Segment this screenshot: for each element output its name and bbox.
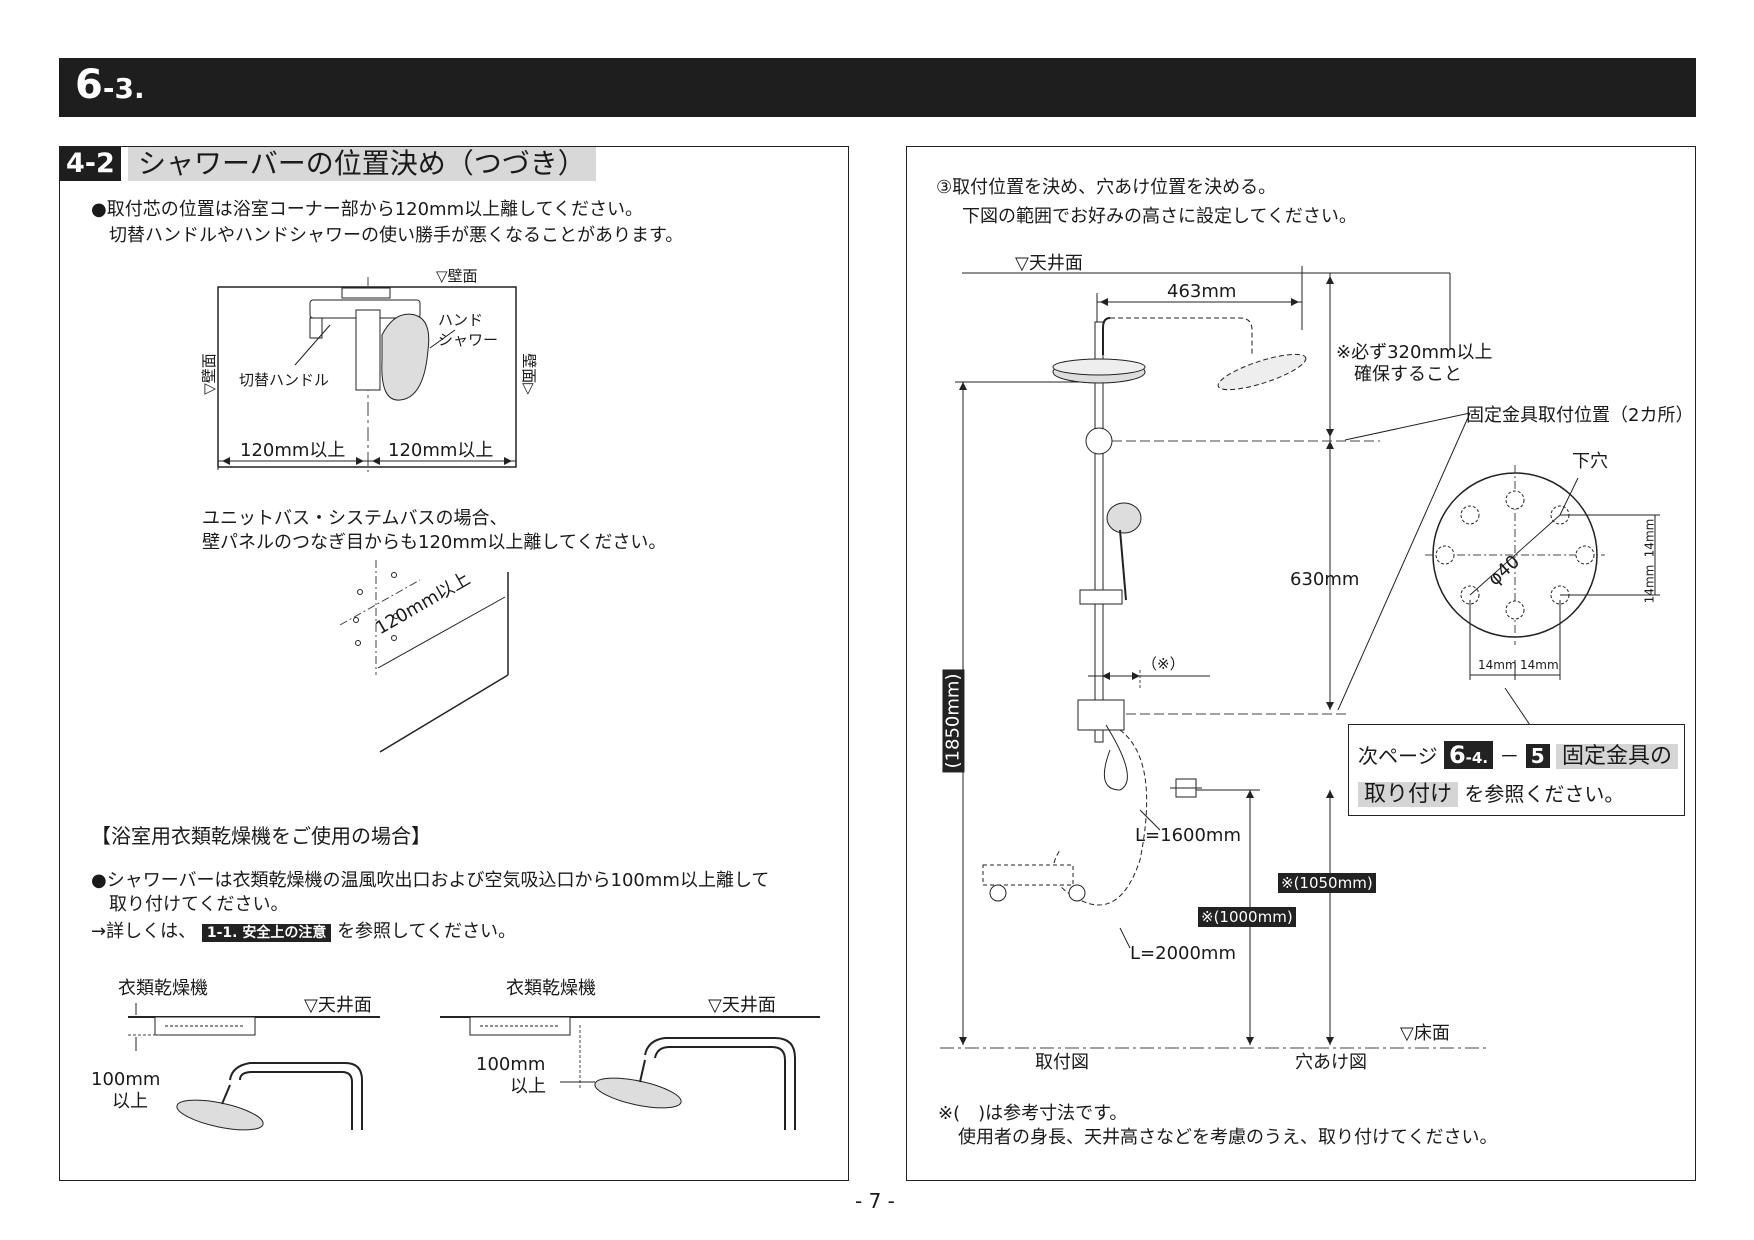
- section-title: シャワーバーの位置決め（つづき）: [128, 147, 596, 181]
- left-panel: [59, 146, 849, 1181]
- hose-1600-label: L=1600mm: [1135, 825, 1241, 846]
- dim-463: 463mm: [1167, 281, 1237, 302]
- dryer-ref-pre: →詳しくは、: [91, 921, 197, 942]
- dim-1000: ※(1000mm): [1198, 907, 1296, 927]
- ref-step-number[interactable]: 5: [1525, 744, 1550, 768]
- hand-shower-label-2: シャワー: [438, 331, 499, 349]
- hose-2000-label: L=2000mm: [1130, 943, 1236, 964]
- dryer-line1: ●シャワーバーは衣類乾燥機の温風吹出口および空気吸込口から100mm以上離して: [91, 870, 770, 891]
- ref-dash: －: [1499, 744, 1520, 768]
- pilot-hole-label: 下穴: [1572, 451, 1608, 472]
- dim-14-v2: 14mm: [1642, 564, 1657, 604]
- dim-reference-mark: （※）: [1142, 655, 1185, 673]
- dim-120-right: 120mm以上: [388, 440, 494, 461]
- dryer-label-right: 衣類乾燥機: [506, 978, 596, 999]
- bracket-position-label: 固定金具取付位置（2カ所）: [1466, 405, 1694, 426]
- ceiling-label: ▽天井面: [1015, 253, 1083, 274]
- page-number: - 7 -: [855, 1189, 895, 1213]
- ceiling-label-right: ▽天井面: [708, 995, 776, 1016]
- dim-14-v1: 14mm: [1642, 518, 1657, 558]
- dim-630: 630mm: [1290, 569, 1360, 590]
- footnote-line2: 使用者の身長、天井高さなどを考慮のうえ、取り付けてください。: [958, 1127, 1498, 1148]
- dim-14-h1: 14mm: [1478, 658, 1517, 672]
- clearance-dim-left-2: 以上: [112, 1091, 148, 1112]
- clearance-dim-right-1: 100mm: [476, 1054, 546, 1075]
- dryer-heading: 【浴室用衣類乾燥機をご使用の場合】: [91, 824, 431, 848]
- caption-install-diagram: 取付図: [1035, 1052, 1089, 1073]
- dryer-ref-post: を参照してください。: [337, 921, 516, 942]
- dim-120-left: 120mm以上: [240, 440, 346, 461]
- ref-title-2: 取り付け: [1358, 782, 1459, 807]
- ref-line1: 次ページ 6-4. － 5 固定金具の: [1358, 741, 1679, 772]
- clearance-dim-right-2: 以上: [510, 1076, 546, 1097]
- dryer-line2: 取り付けてください。: [109, 894, 289, 915]
- bullet-offset-line2: 切替ハンドルやハンドシャワーの使い勝手が悪くなることがあります。: [109, 225, 684, 246]
- dim-14-h2: 14mm: [1520, 658, 1559, 672]
- ref-title: 固定金具の: [1556, 744, 1679, 769]
- step3-line1: ③取付位置を決め、穴あけ位置を決める。: [936, 177, 1277, 198]
- unitbath-note-line2: 壁パネルのつなぎ目からも120mm以上離してください。: [202, 532, 667, 553]
- ceiling-label-left: ▽天井面: [304, 995, 372, 1016]
- step3-line2: 下図の範囲でお好みの高さに設定してください。: [962, 206, 1357, 227]
- note-320-line1: ※必ず320mm以上: [1336, 342, 1493, 363]
- caption-drill-diagram: 穴あけ図: [1295, 1052, 1367, 1073]
- wall-label-top: ▽壁面: [436, 267, 478, 285]
- footnote-line1: ※( )は参考寸法です。: [938, 1103, 1128, 1124]
- unitbath-note-line1: ユニットバス・システムバスの場合、: [202, 508, 508, 529]
- dryer-label-left: 衣類乾燥機: [118, 978, 208, 999]
- dryer-line3: →詳しくは、 1-1. 安全上の注意 を参照してください。: [91, 921, 516, 944]
- floor-label: ▽床面: [1400, 1023, 1450, 1044]
- ref-section-link[interactable]: 6-4.: [1443, 741, 1494, 769]
- ref-prefix: 次ページ: [1358, 744, 1438, 768]
- bullet-offset-line1: ●取付芯の位置は浴室コーナー部から120mm以上離してください。: [91, 199, 644, 220]
- switch-handle-label: 切替ハンドル: [239, 371, 330, 389]
- hand-shower-label-1: ハンド: [438, 311, 484, 329]
- ref-suffix: を参照ください。: [1464, 782, 1625, 806]
- dim-1050: ※(1050mm): [1278, 873, 1376, 893]
- right-panel: [906, 146, 1696, 1181]
- dim-1850: (1850mm): [942, 669, 965, 773]
- ref-line2: 取り付け を参照ください。: [1358, 781, 1624, 808]
- note-320-line2: 確保すること: [1354, 364, 1462, 385]
- safety-ref-link[interactable]: 1-1. 安全上の注意: [201, 924, 332, 942]
- clearance-dim-left-1: 100mm: [91, 1069, 161, 1090]
- section-tag: 4-2: [60, 147, 121, 181]
- section-header-bar: 6-3.: [59, 58, 1696, 117]
- section-number: 6-3.: [75, 62, 145, 108]
